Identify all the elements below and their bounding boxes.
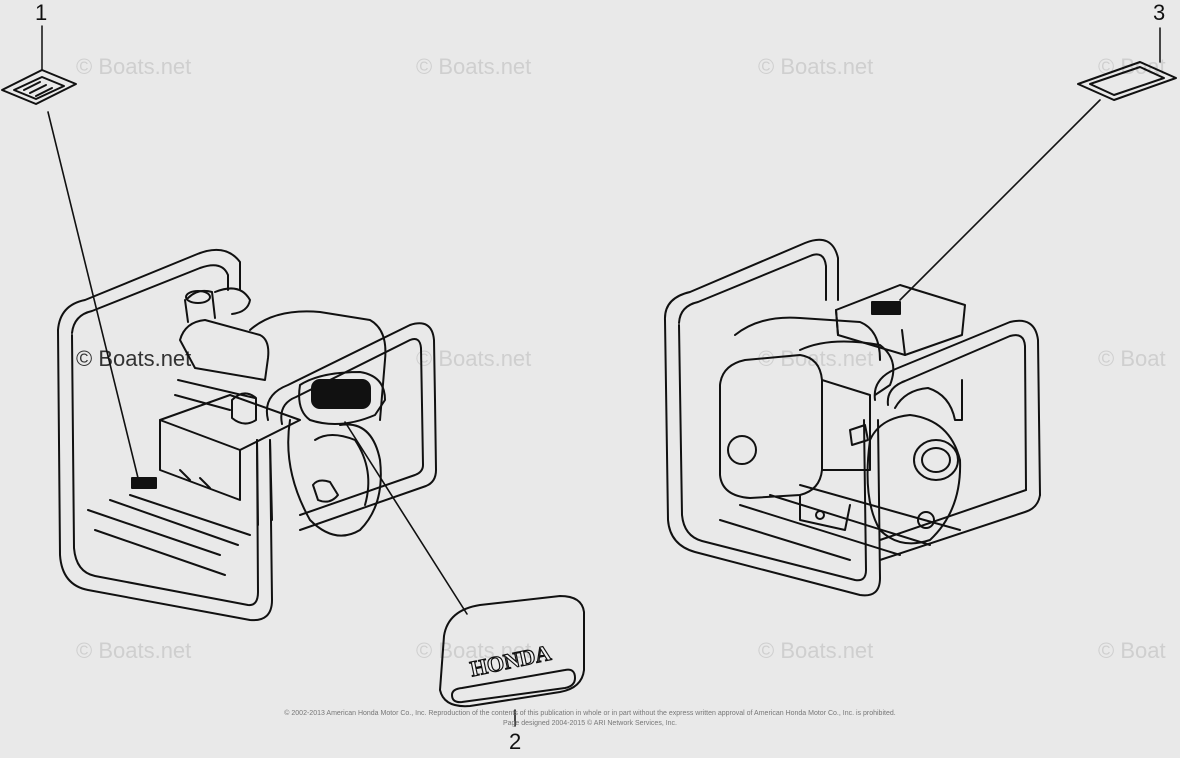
callout-1: 1 xyxy=(35,0,48,25)
watermark: © Boats.net xyxy=(758,638,874,663)
watermark: © Boats.net xyxy=(416,638,532,663)
watermark: © Boats.net xyxy=(416,54,532,79)
decal-part-3 xyxy=(1077,61,1177,101)
leader-line-3 xyxy=(899,99,1101,301)
decal-part-2 xyxy=(439,595,585,708)
left-pump xyxy=(57,248,437,622)
watermark: © Boats.net xyxy=(76,346,192,371)
decal-part-1 xyxy=(1,69,77,105)
callout-3: 3 xyxy=(1153,0,1166,25)
watermark: © Boats.net xyxy=(758,54,874,79)
watermark: © Boats.net xyxy=(758,346,874,371)
copyright-notice: © 2002-2013 American Honda Motor Co., In… xyxy=(284,710,896,717)
watermark-partial: © Boat xyxy=(1098,346,1166,371)
watermark: © Boats.net xyxy=(76,54,192,79)
watermark-partial: © Boat xyxy=(1098,638,1166,663)
right-pump xyxy=(663,238,1041,597)
watermark: © Boats.net xyxy=(76,638,192,663)
callout-2: 2 xyxy=(509,729,522,754)
page-design-notice: Page designed 2004-2015 © ARI Network Se… xyxy=(502,720,678,727)
watermark-partial: © Boat xyxy=(1098,54,1166,79)
leader-line-2 xyxy=(344,421,468,615)
